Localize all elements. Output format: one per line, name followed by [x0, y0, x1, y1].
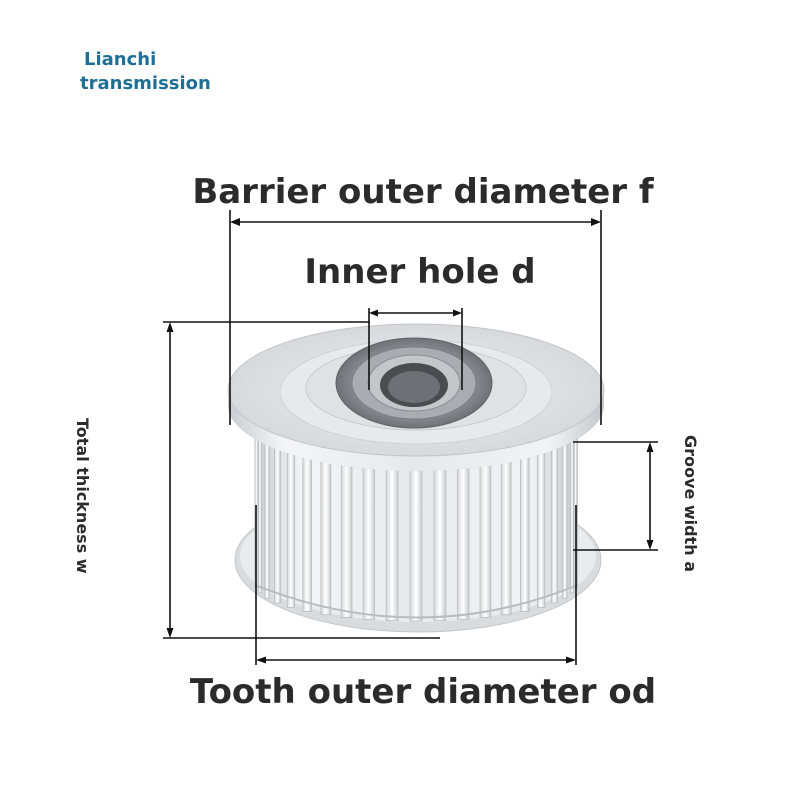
brand-line-1: Lianchi: [84, 49, 157, 70]
belt-tooth: [264, 439, 270, 599]
belt-tooth: [273, 439, 281, 604]
barrier-outer-diameter-label: Barrier outer diameter f: [192, 172, 654, 212]
belt-tooth: [302, 439, 312, 612]
belt-teeth: [254, 439, 578, 622]
brand-logo: Lianchi transmission: [80, 48, 211, 96]
belt-tooth: [551, 439, 558, 604]
belt-tooth: [320, 439, 332, 616]
bearing: [335, 337, 493, 429]
brand-line-2: transmission: [80, 73, 211, 94]
belt-tooth: [286, 439, 296, 608]
toothed-body: [254, 432, 579, 622]
belt-tooth: [258, 439, 262, 594]
inner-hole-label: Inner hole d: [304, 252, 536, 292]
belt-tooth: [520, 439, 530, 612]
belt-tooth: [500, 439, 512, 616]
belt-tooth: [537, 439, 546, 608]
belt-tooth: [562, 439, 568, 599]
tooth-outer-diameter-label: Tooth outer diameter od: [189, 672, 657, 712]
belt-tooth: [570, 439, 574, 594]
dimension-lines: [163, 210, 658, 665]
